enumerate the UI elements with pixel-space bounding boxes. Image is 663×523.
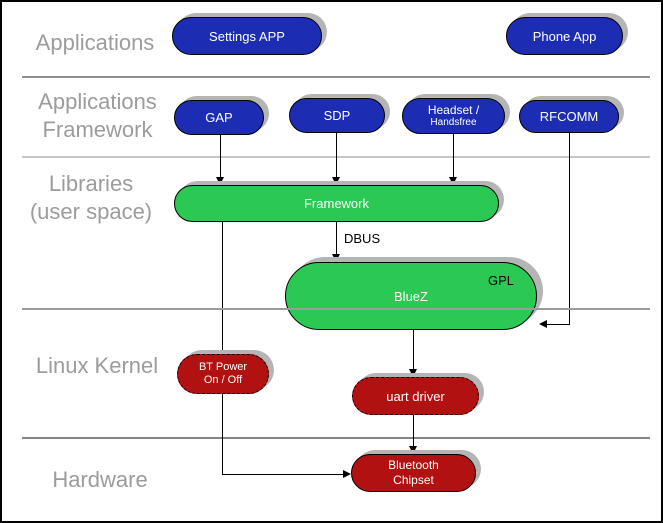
arrowhead-sdp-framework: [332, 177, 340, 185]
node-label: uart driver: [386, 388, 445, 404]
node-label: Chipset: [393, 473, 434, 487]
node-label: SDP: [323, 108, 351, 123]
edge-rfcomm-down: [569, 133, 570, 325]
edge-label-dbus: DBUS: [344, 231, 381, 246]
edge-rfcomm-to-bluez: [547, 324, 570, 325]
node-framework: Framework: [174, 185, 499, 222]
layer-divider-applications: [22, 76, 650, 78]
arrowhead-uart-chipset: [409, 446, 417, 454]
edge-framework-down-power: [222, 222, 223, 474]
layer-label-line: Framework: [42, 117, 153, 142]
edge-sdp-to-framework: [336, 133, 337, 177]
node-settings-app: Settings APP: [172, 17, 322, 55]
node-label: GAP: [205, 110, 233, 125]
edge-power-to-chipset: [222, 474, 344, 475]
node-headset-handsfree: Headset / Handsfree: [402, 98, 505, 134]
node-label: BlueZ: [394, 288, 428, 304]
layer-label-applications: Applications: [35, 30, 155, 55]
node-bluetooth-chipset: Bluetooth Chipset: [351, 454, 476, 492]
layer-divider-kernel: [22, 437, 650, 439]
arrowhead-framework-bluez: [332, 254, 340, 262]
node-sdp: SDP: [289, 98, 385, 133]
edge-uart-to-chipset: [413, 415, 414, 448]
arrowhead-gap-framework: [216, 177, 224, 185]
layer-label-hardware: Hardware: [52, 467, 148, 492]
node-gap: GAP: [174, 100, 264, 135]
layer-label-line: (user space): [29, 199, 153, 224]
edge-gap-to-framework: [220, 135, 221, 177]
node-phone-app: Phone App: [506, 17, 623, 55]
layer-label-line: Libraries: [48, 171, 134, 196]
node-bt-power-on-off: BT Power On / Off: [177, 354, 269, 394]
node-label: Handsfree: [430, 117, 477, 128]
node-label: RFCOMM: [539, 109, 599, 124]
edge-bluez-to-uart: [413, 330, 414, 370]
layer-label-applications-framework: Applications Framework: [20, 88, 175, 144]
arrowhead-rfcomm-bluez: [539, 320, 547, 328]
node-uart-driver: uart driver: [352, 377, 479, 415]
layer-divider-libraries: [22, 308, 650, 310]
node-rfcomm: RFCOMM: [519, 100, 619, 133]
node-label: Bluetooth: [388, 458, 439, 472]
node-label: BT Power: [198, 361, 248, 373]
layer-label-line: Applications: [38, 89, 157, 114]
node-label: Framework: [303, 196, 369, 211]
layer-label-libraries-user-space: Libraries (user space): [10, 170, 172, 226]
arrowhead-power-chipset: [343, 470, 351, 478]
arrowhead-headset-framework: [449, 177, 457, 185]
node-label: Phone App: [532, 28, 597, 44]
node-bluez: GPL BlueZ: [285, 262, 537, 330]
node-label: Headset /: [427, 103, 480, 117]
node-label: On / Off: [203, 374, 243, 386]
layer-label-linux-kernel: Linux Kernel: [35, 353, 159, 378]
edge-framework-to-bluez: [336, 222, 337, 255]
arrowhead-bluez-uart: [409, 369, 417, 377]
gpl-badge: GPL: [487, 273, 514, 288]
edge-headset-to-framework: [453, 133, 454, 177]
node-label: Settings APP: [209, 28, 285, 44]
